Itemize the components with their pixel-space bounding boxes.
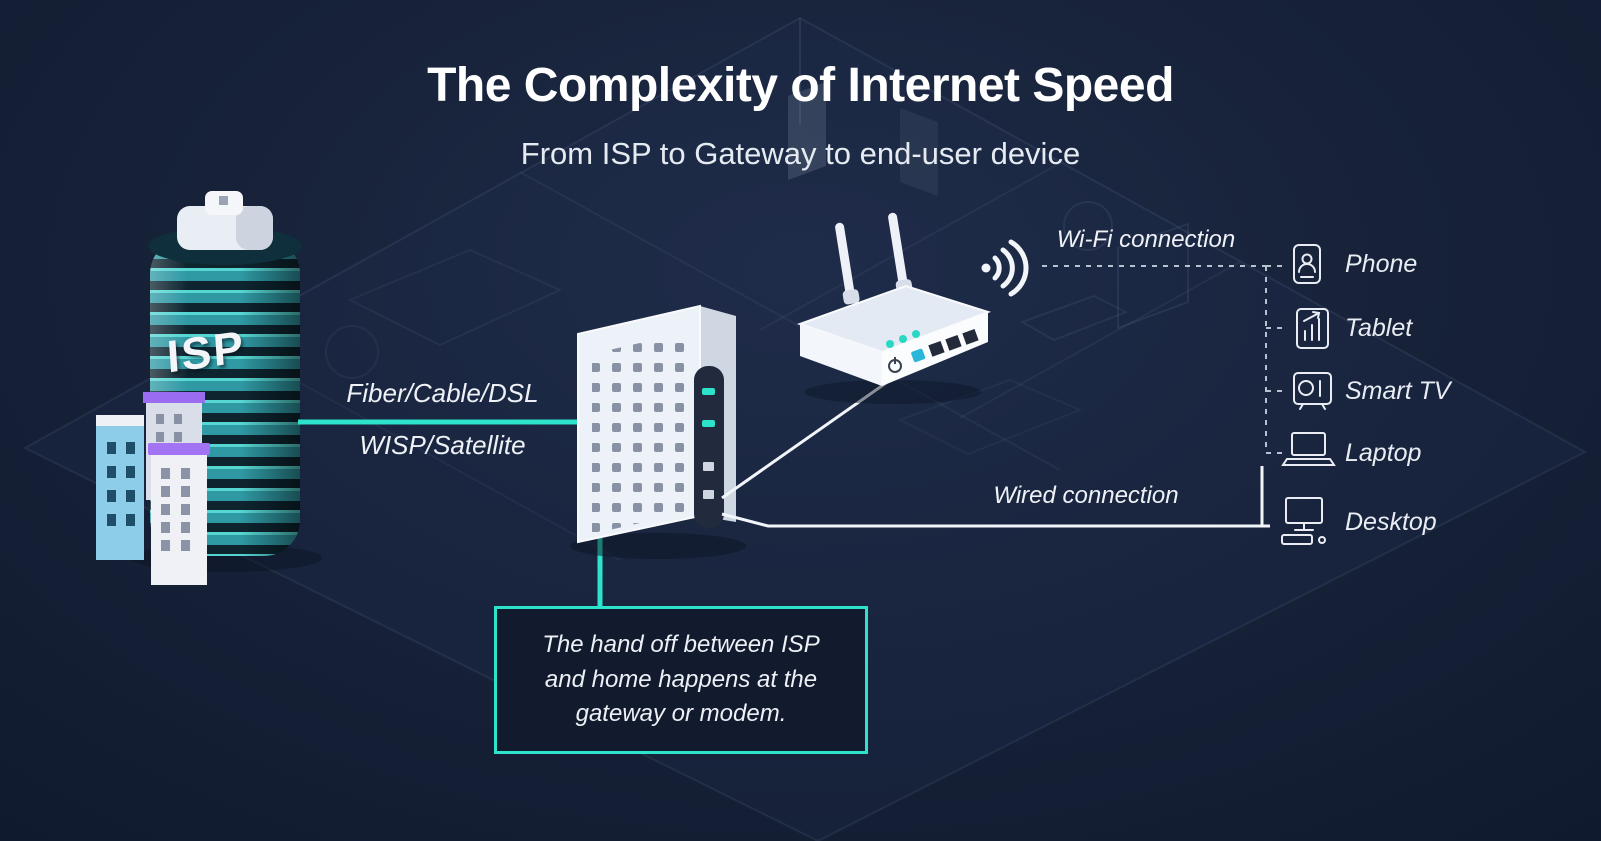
modem-vent-grid bbox=[592, 332, 688, 534]
laptop-icon bbox=[1281, 432, 1336, 466]
modem-status-light bbox=[702, 388, 715, 395]
modem-status-panel bbox=[694, 366, 724, 528]
isp-tower-cap-side bbox=[236, 206, 273, 250]
device-label-laptop: Laptop bbox=[1345, 439, 1422, 467]
router-port bbox=[928, 340, 945, 357]
modem-status-light bbox=[702, 420, 715, 427]
gateway-modem bbox=[570, 304, 746, 559]
router-port bbox=[945, 334, 962, 351]
callout-text: The hand off between ISP and home happen… bbox=[542, 630, 820, 728]
modem-to-router-line bbox=[721, 374, 897, 500]
wired-connection-line bbox=[721, 512, 1270, 528]
wired-connection-label: Wired connection bbox=[993, 482, 1179, 509]
wifi-router bbox=[796, 212, 992, 404]
router-led bbox=[912, 330, 920, 338]
device-label-smart-tv: Smart TV bbox=[1345, 377, 1451, 405]
router-wps-button bbox=[911, 348, 926, 363]
desktop-icon bbox=[1281, 497, 1326, 545]
callout-box: The hand off between ISP and home happen… bbox=[494, 606, 868, 754]
floor-plan-background bbox=[22, 16, 1588, 841]
modem-shadow bbox=[570, 533, 746, 559]
router-antenna-left bbox=[835, 222, 860, 305]
wifi-signal-icon bbox=[981, 239, 1029, 297]
modem-port bbox=[703, 490, 714, 499]
wifi-connection-label: Wi-Fi connection bbox=[1056, 226, 1236, 253]
router-shadow bbox=[805, 380, 981, 404]
router-led bbox=[899, 335, 907, 343]
page-title: The Complexity of Internet Speed bbox=[427, 59, 1174, 112]
device-label-desktop: Desktop bbox=[1345, 508, 1437, 536]
page-subtitle: From ISP to Gateway to end-user device bbox=[520, 136, 1081, 171]
router-left-face bbox=[800, 324, 882, 386]
router-port bbox=[962, 328, 979, 345]
device-label-phone: Phone bbox=[1345, 250, 1418, 278]
phone-icon bbox=[1293, 244, 1321, 284]
smart-tv-icon bbox=[1293, 372, 1332, 410]
isp-tower-cap-vent bbox=[219, 196, 228, 205]
fiber-cable-dsl-label: Fiber/Cable/DSL bbox=[346, 378, 539, 408]
modem-port bbox=[703, 462, 714, 471]
device-label-tablet: Tablet bbox=[1345, 314, 1413, 342]
wifi-dashed-line bbox=[1042, 265, 1284, 454]
tablet-icon bbox=[1296, 308, 1329, 349]
city-buildings bbox=[96, 392, 210, 585]
router-led bbox=[886, 340, 894, 348]
wisp-satellite-label: WISP/Satellite bbox=[359, 430, 526, 460]
